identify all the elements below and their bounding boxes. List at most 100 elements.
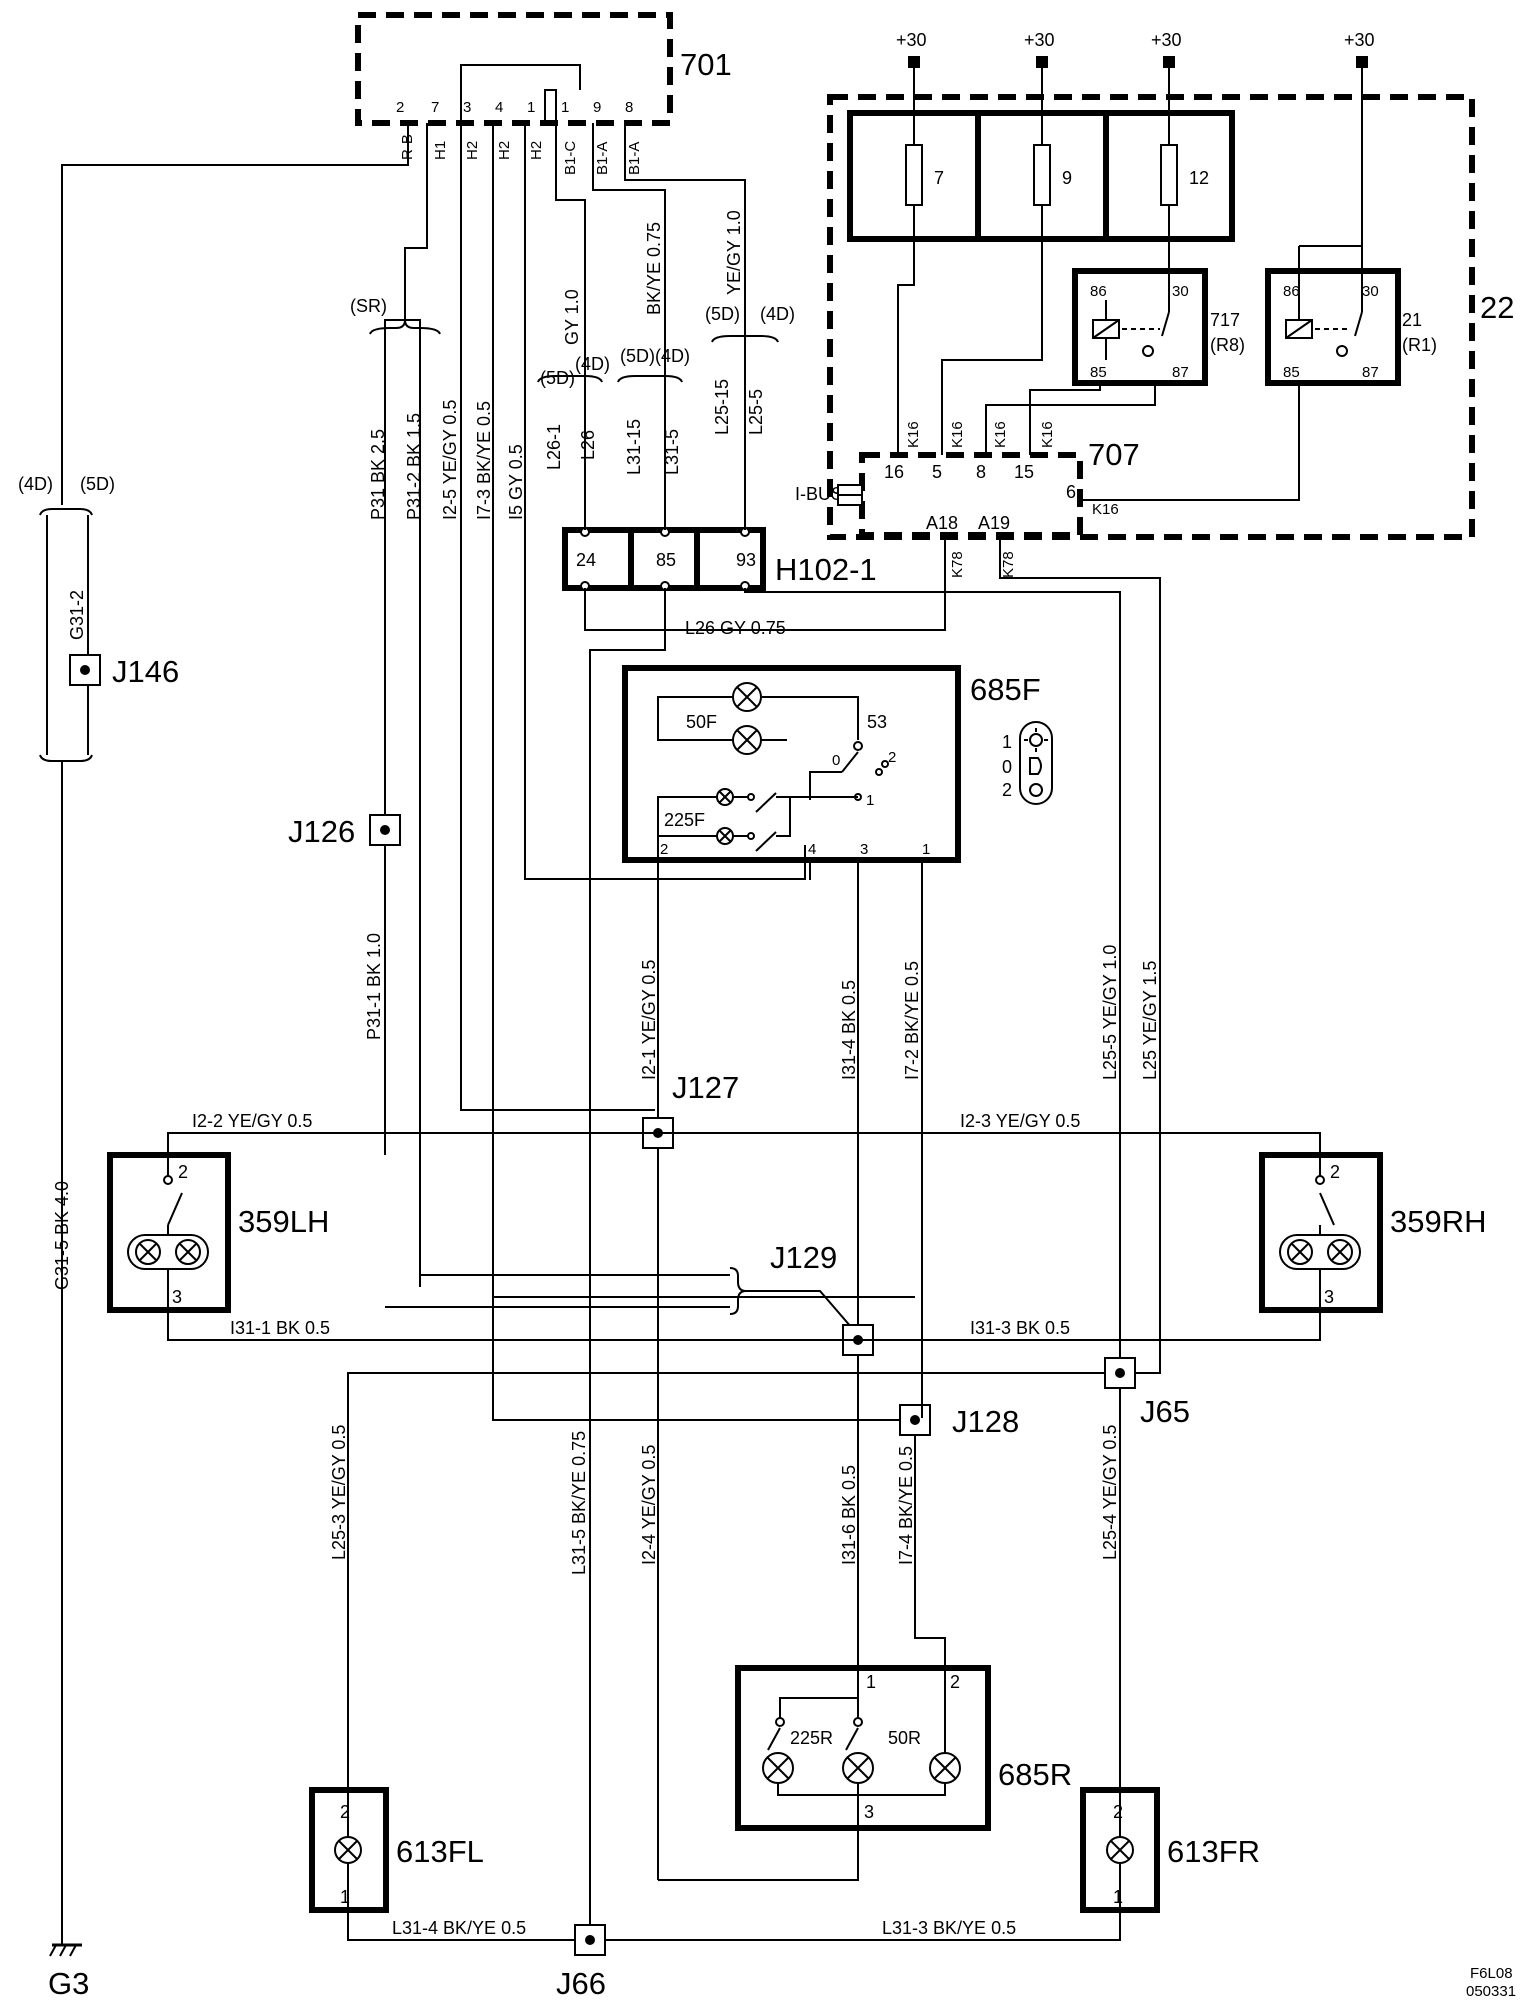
wire-labels-middle: I2-1 YE/GY 0.5 I31-4 BK 0.5 I7-2 BK/YE 0… xyxy=(639,945,1160,1080)
svg-text:K78: K78 xyxy=(949,551,966,578)
svg-text:J127: J127 xyxy=(672,1070,739,1105)
switch-685f-legend: 1 0 2 xyxy=(1002,721,1053,805)
svg-text:I31-4 BK 0.5: I31-4 BK 0.5 xyxy=(839,980,859,1080)
h102-label: H102-1 xyxy=(775,552,877,587)
svg-text:225R: 225R xyxy=(790,1728,833,1748)
svg-text:2: 2 xyxy=(660,841,668,858)
svg-text:24: 24 xyxy=(576,550,596,570)
svg-text:(4D): (4D) xyxy=(760,304,795,324)
svg-text:2: 2 xyxy=(888,749,896,766)
pin-701: 2 xyxy=(396,99,404,116)
fuse-label: 7 xyxy=(934,168,944,188)
svg-text:225F: 225F xyxy=(664,810,705,830)
svg-text:2: 2 xyxy=(1330,1162,1340,1182)
lamp-613fl: 2 1 613FL xyxy=(309,1787,484,1913)
svg-text:2: 2 xyxy=(950,1672,960,1692)
svg-text:YE/GY 1.0: YE/GY 1.0 xyxy=(724,210,744,295)
pin-701: 1 xyxy=(527,99,535,116)
svg-text:BK/YE 0.75: BK/YE 0.75 xyxy=(644,222,664,315)
junction-j66: J66 xyxy=(556,1924,606,2000)
svg-text:J66: J66 xyxy=(556,1966,606,2000)
svg-text:53: 53 xyxy=(867,712,887,732)
svg-text:L25-4 YE/GY 0.5: L25-4 YE/GY 0.5 xyxy=(1100,1425,1120,1560)
svg-text:I7-3 BK/YE 0.5: I7-3 BK/YE 0.5 xyxy=(474,401,494,520)
svg-text:I2-1 YE/GY 0.5: I2-1 YE/GY 0.5 xyxy=(639,960,659,1080)
svg-text:1: 1 xyxy=(922,841,930,858)
svg-text:2: 2 xyxy=(178,1162,188,1182)
svg-text:50F: 50F xyxy=(686,712,717,732)
svg-text:86: 86 xyxy=(1283,283,1300,300)
box-22-label: 22 xyxy=(1480,290,1514,325)
pin-name-701: H1 xyxy=(432,141,449,160)
svg-text:I2-5 YE/GY 0.5: I2-5 YE/GY 0.5 xyxy=(440,400,460,520)
relay-21-sub: (R1) xyxy=(1402,335,1437,355)
relay-21-label: 21 xyxy=(1402,310,1422,330)
wire-i31-bus xyxy=(167,1310,1321,1341)
svg-text:I7-2 BK/YE 0.5: I7-2 BK/YE 0.5 xyxy=(902,961,922,1080)
supply-label: +30 xyxy=(1024,30,1055,50)
svg-text:L26 GY 0.75: L26 GY 0.75 xyxy=(685,618,786,638)
relay-717-label: 717 xyxy=(1210,310,1240,330)
pin-name-701: B1-A xyxy=(626,142,643,175)
pin-701: 4 xyxy=(495,99,503,116)
wire-p311: P31-1 BK 1.0 xyxy=(364,933,384,1040)
svg-text:3: 3 xyxy=(860,841,868,858)
svg-text:(4D): (4D) xyxy=(18,474,53,494)
switch-685f-label: 685F xyxy=(970,672,1041,707)
pin-name-701: H2 xyxy=(464,141,481,160)
svg-text:5: 5 xyxy=(932,462,942,482)
svg-text:3: 3 xyxy=(864,1802,874,1822)
pin-701: 9 xyxy=(593,99,601,116)
svg-text:K78: K78 xyxy=(1000,551,1017,578)
svg-text:2: 2 xyxy=(1113,1802,1123,1822)
svg-text:2: 2 xyxy=(1002,780,1012,800)
svg-text:J126: J126 xyxy=(288,814,355,849)
svg-text:(5D): (5D) xyxy=(80,474,115,494)
box-22-outline xyxy=(827,94,1475,540)
svg-text:L31-3 BK/YE 0.5: L31-3 BK/YE 0.5 xyxy=(882,1918,1016,1938)
svg-text:0: 0 xyxy=(832,752,840,769)
wires-box-22 xyxy=(897,205,1300,501)
svg-text:K16: K16 xyxy=(1092,501,1119,518)
module-701-label: 701 xyxy=(680,47,732,82)
svg-text:1: 1 xyxy=(866,792,874,809)
ibus-label: I-BUS xyxy=(795,484,843,504)
wire-l31-bus xyxy=(347,1910,1121,1941)
svg-text:K16: K16 xyxy=(1039,421,1056,448)
relay-717: 86 30 85 87 717 (R8) xyxy=(1072,268,1245,386)
svg-text:I2-4 YE/GY 0.5: I2-4 YE/GY 0.5 xyxy=(639,1445,659,1565)
svg-text:0: 0 xyxy=(1002,757,1012,777)
svg-text:(4D): (4D) xyxy=(655,346,690,366)
module-707-label: 707 xyxy=(1088,437,1140,472)
svg-text:3: 3 xyxy=(172,1287,182,1307)
wires-685f xyxy=(657,860,923,1418)
svg-text:L25-15: L25-15 xyxy=(712,379,732,435)
svg-text:L25-5: L25-5 xyxy=(746,389,766,435)
svg-text:K16: K16 xyxy=(992,421,1009,448)
svg-text:GY 1.0: GY 1.0 xyxy=(562,289,582,345)
k16-labels: K16 K16 K16 K16 K16 K78 K78 xyxy=(905,421,1119,578)
fuse-label: 12 xyxy=(1189,168,1209,188)
svg-text:I31-3 BK 0.5: I31-3 BK 0.5 xyxy=(970,1318,1070,1338)
lamp-359lh: 2 3 359LH xyxy=(107,1152,329,1313)
supply-label: +30 xyxy=(1344,30,1375,50)
svg-text:G3: G3 xyxy=(48,1966,89,2000)
svg-text:J128: J128 xyxy=(952,1404,1019,1439)
svg-text:(5D): (5D) xyxy=(540,368,575,388)
h102-pins: 24 85 93 xyxy=(576,550,756,570)
pin-name-701: H2 xyxy=(496,141,513,160)
svg-text:1: 1 xyxy=(1002,732,1012,752)
junction-j146: J146 xyxy=(69,654,179,689)
svg-text:50R: 50R xyxy=(888,1728,921,1748)
upper-harness xyxy=(61,64,1161,1909)
svg-text:(SR): (SR) xyxy=(350,296,387,316)
ground-g3: G3 xyxy=(48,1943,89,2000)
svg-text:L31-5 BK/YE 0.75: L31-5 BK/YE 0.75 xyxy=(569,1431,589,1575)
pin-name-701: B1-C xyxy=(562,141,579,175)
svg-text:2: 2 xyxy=(340,1802,350,1822)
svg-text:L25-3 YE/GY 0.5: L25-3 YE/GY 0.5 xyxy=(329,1425,349,1560)
svg-text:(5D): (5D) xyxy=(620,346,655,366)
wire-g315: G31-5 BK 4.0 xyxy=(52,1181,72,1290)
pin-name-701: B1-A xyxy=(594,142,611,175)
